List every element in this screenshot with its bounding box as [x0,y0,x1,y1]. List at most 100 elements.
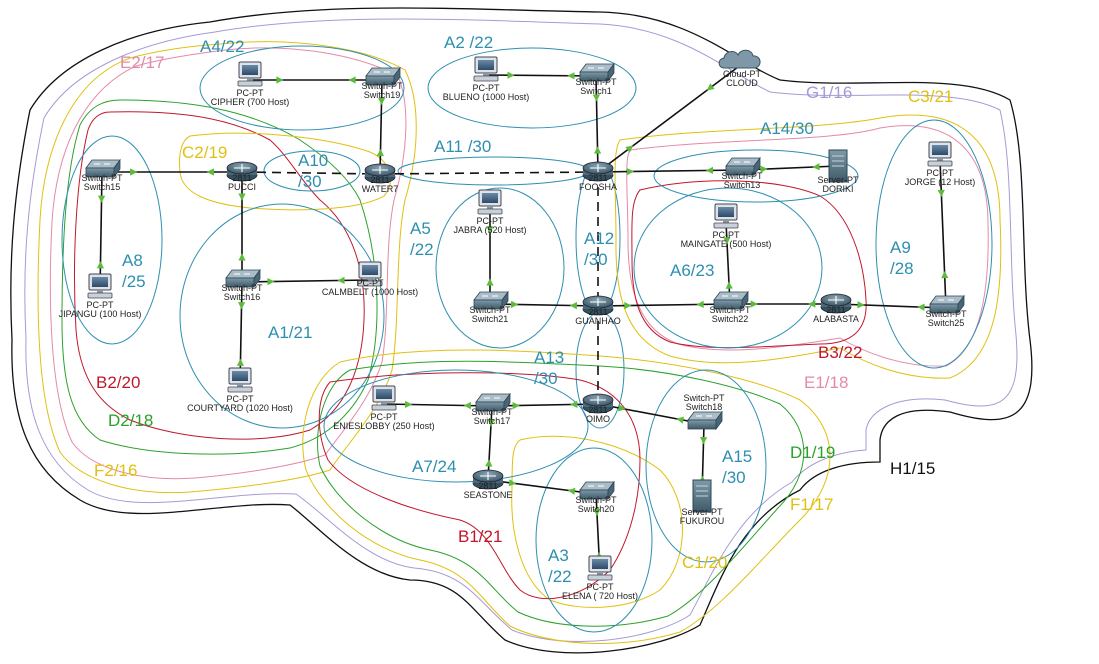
link-r_pucci-r_water7 [241,171,381,175]
subnet-label-line: A9 [890,238,911,257]
link-arrow-marker [567,72,575,80]
subnet-label-line: F2/16 [94,461,137,480]
subnet-label-line: C3/21 [908,87,953,106]
link-sw16-pc_calmbelt [241,279,371,283]
link-arrow-marker [206,168,214,176]
region-a7-outline [323,369,589,483]
device-type-label: Switch-PT [469,305,511,315]
link-sw1-r_foosha [595,75,599,173]
pc-icon [87,273,113,299]
link-sw17-r_oimo [491,403,599,407]
subnet-label-b1: B1/21 [458,527,502,546]
region-f1-outline [302,349,831,644]
subnet-label-a12: A12/30 [584,229,614,269]
switch-icon [929,294,965,315]
subnet-label-d1: D1/19 [790,443,835,462]
link-sw21-r_guanhao [489,303,599,307]
switch-icon [225,268,261,289]
link-arrow-marker [857,301,865,309]
subnet-label-line: A8 [122,251,143,270]
subnet-label-line: A5 [410,219,431,238]
switch-icon [473,290,509,311]
link-arrow-marker [937,189,945,198]
subnet-label-line: D2/18 [108,411,153,430]
link-r_seastone-sw20 [487,479,597,495]
link-arrow-marker [508,479,517,487]
link-arrow-marker [676,416,685,424]
subnet-label-e1: E1/18 [804,373,848,392]
link-r_guanhao-sw22 [597,303,731,307]
device-name-label: FUKUROU [680,516,725,526]
link-arrow-marker [725,281,733,289]
subnet-label-line: A7/24 [412,457,456,476]
link-sw17-r_seastone [487,405,493,481]
link-pc_enieslobby-sw17 [383,403,493,407]
link-arrow-marker [723,237,731,245]
subnet-label-c2: C2/19 [182,143,227,162]
region-a5-outline [435,187,565,349]
region-h1-outline [10,7,1033,654]
region-a3-outline [535,447,653,633]
subnet-label-line: /28 [890,259,914,278]
subnet-label-f1: F1/17 [790,495,833,514]
device-type-label: 2811 [588,405,607,415]
pc-icon [473,56,499,82]
cloud-icon [718,49,761,69]
subnet-label-line: /25 [122,272,146,291]
switch-icon [579,62,615,83]
subnet-label-line: F1/17 [790,495,833,514]
switch-icon [725,156,761,177]
device-type-label: Switch-PT [709,305,751,315]
device-type-label: Server-PT [681,507,723,517]
device-name-label: ENIESLOBBY (250 Host) [333,421,434,431]
subnet-label-line: /30 [298,172,322,191]
link-arrow-marker [485,459,493,467]
region-a10-outline [263,150,361,192]
device-type-label: Switch-PT [575,495,617,505]
region-c3-outline [614,114,1002,379]
link-arrow-marker [337,276,345,284]
router-icon [472,469,504,490]
device-name-label: ELENA ( 720 Host) [562,591,638,601]
subnet-label-a1: A1/21 [268,323,312,342]
device-name-label: WATER7 [362,184,399,194]
subnet-label-a3: A3/22 [548,546,572,586]
link-arrow-marker [96,261,104,269]
link-arrow-marker [624,302,632,310]
device-type-label: 2811 [232,173,251,183]
link-r_foosha-cloud [597,63,743,173]
